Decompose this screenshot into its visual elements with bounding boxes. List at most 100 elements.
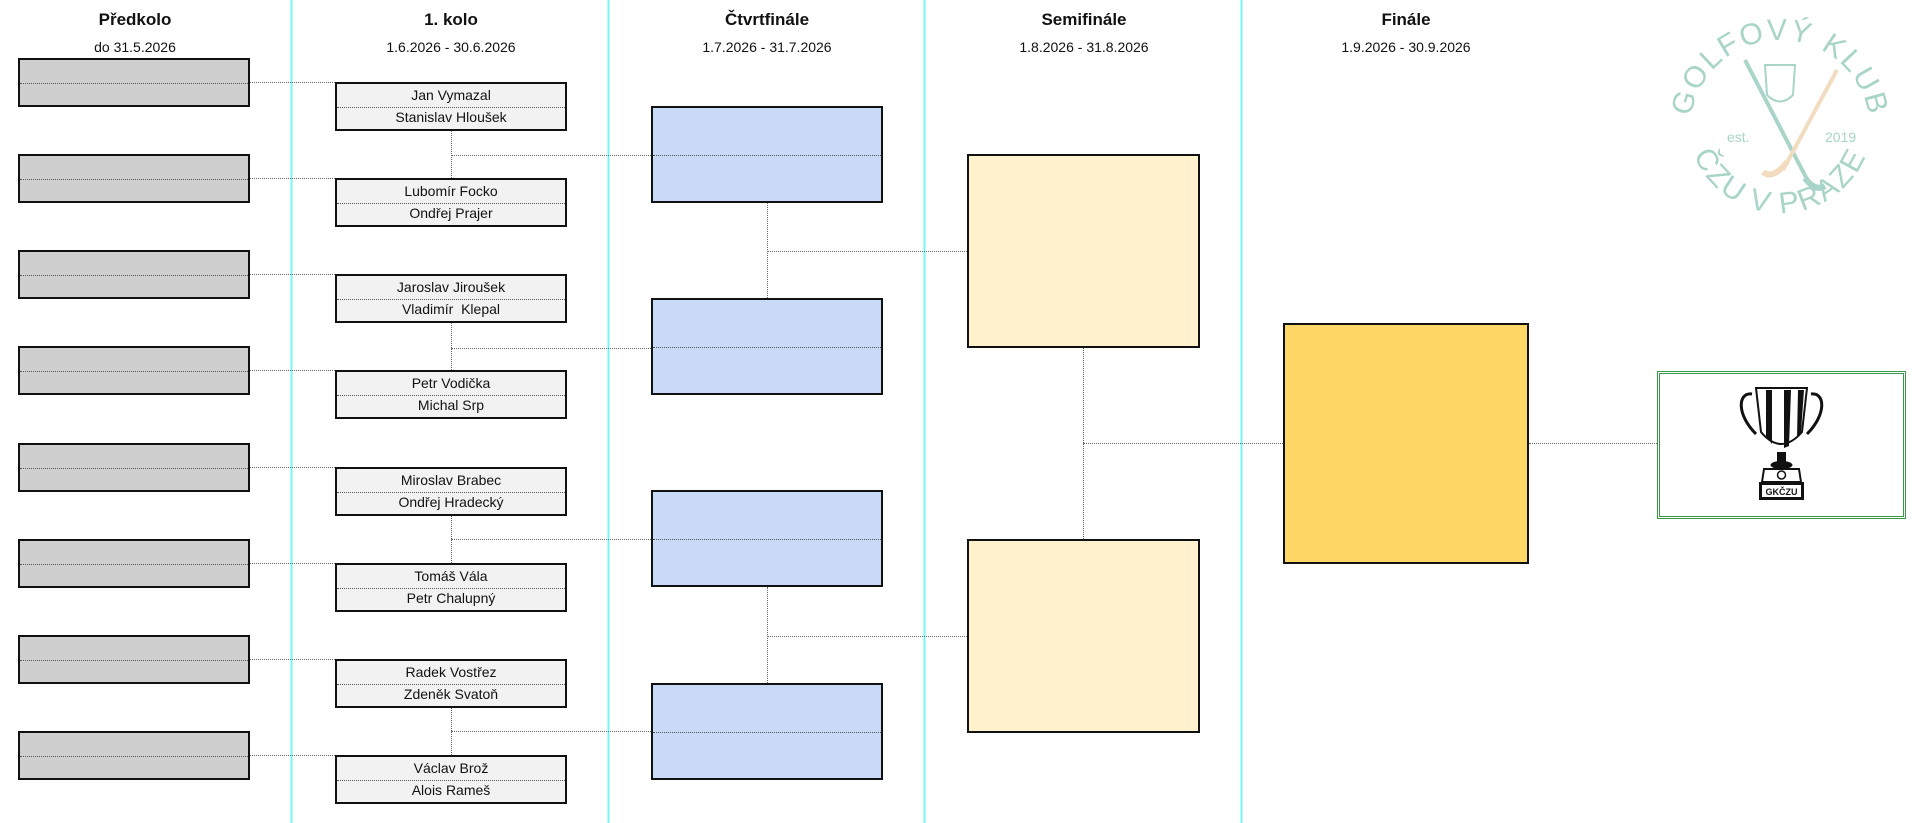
connector — [767, 636, 967, 637]
player-name: Vladimír Klepal — [401, 301, 501, 317]
player-name: Michal Srp — [417, 397, 485, 413]
slot-bottom[interactable] — [20, 179, 248, 202]
connector — [451, 155, 651, 156]
slot-top[interactable] — [20, 156, 248, 180]
player-name: Jaroslav Jiroušek — [396, 279, 506, 295]
header-predkolo-date: do 31.5.2026 — [94, 39, 176, 55]
slot-top[interactable] — [653, 685, 881, 733]
slot-top[interactable] — [337, 757, 565, 781]
quarterfinal-match-3[interactable] — [651, 490, 883, 587]
round1-match-7[interactable]: Radek Vostřez Zdeněk Svatoň — [335, 659, 567, 708]
predkolo-match-3[interactable] — [18, 250, 250, 299]
predkolo-match-1[interactable] — [18, 58, 250, 107]
semifinal-match-2[interactable] — [967, 539, 1200, 733]
semifinal-match-1[interactable] — [967, 154, 1200, 348]
round1-match-6[interactable]: Tomáš Vála Petr Chalupný — [335, 563, 567, 612]
player-name: Petr Chalupný — [406, 590, 496, 606]
player-name: Ondřej Hradecký — [398, 494, 504, 510]
slot-top[interactable] — [337, 661, 565, 685]
connector — [250, 82, 335, 83]
predkolo-match-8[interactable] — [18, 731, 250, 780]
connector — [451, 731, 651, 732]
predkolo-match-4[interactable] — [18, 346, 250, 395]
trophy-frame: GKČZU — [1657, 371, 1906, 519]
player-name: Lubomír Focko — [404, 183, 498, 199]
final-match[interactable] — [1283, 323, 1529, 564]
column-separator — [290, 0, 293, 823]
slot-bottom[interactable] — [653, 539, 881, 586]
predkolo-match-2[interactable] — [18, 154, 250, 203]
connector — [250, 178, 335, 179]
logo-top-text: GOLFOVÝ KLUB — [1665, 14, 1893, 119]
slot-top[interactable] — [20, 541, 248, 565]
quarterfinal-match-1[interactable] — [651, 106, 883, 203]
quarterfinal-match-4[interactable] — [651, 683, 883, 780]
header-quarterfinal-title: Čtvrtfinále — [724, 10, 810, 29]
slot-bottom[interactable] — [653, 347, 881, 394]
slot-top[interactable] — [653, 492, 881, 540]
slot-top[interactable] — [653, 108, 881, 156]
slot-top[interactable] — [20, 445, 248, 469]
column-separator — [923, 0, 926, 823]
slot-top[interactable] — [20, 637, 248, 661]
slot-top[interactable] — [20, 348, 248, 372]
player-name: Zdeněk Svatoň — [403, 686, 499, 702]
slot-bottom[interactable] — [20, 660, 248, 683]
connector — [250, 467, 335, 468]
slot-top[interactable] — [337, 84, 565, 108]
column-separator — [607, 0, 610, 823]
slot-bottom[interactable] — [20, 468, 248, 491]
connector — [767, 203, 768, 298]
slot-top[interactable] — [337, 469, 565, 493]
player-name: Miroslav Brabec — [400, 472, 502, 488]
svg-text:GOLFOVÝ KLUB: GOLFOVÝ KLUB — [1665, 14, 1895, 119]
round1-match-3[interactable]: Jaroslav Jiroušek Vladimír Klepal — [335, 274, 567, 323]
header-quarterfinal-date: 1.7.2026 - 31.7.2026 — [702, 39, 832, 55]
round1-match-8[interactable]: Václav Brož Alois Rameš — [335, 755, 567, 804]
slot-top[interactable] — [20, 252, 248, 276]
logo-est-label: est. — [1727, 129, 1750, 145]
player-name: Radek Vostřez — [405, 664, 497, 680]
slot-top[interactable] — [653, 300, 881, 348]
predkolo-match-7[interactable] — [18, 635, 250, 684]
connector — [451, 539, 651, 540]
connector — [250, 563, 335, 564]
slot-top[interactable] — [20, 60, 248, 84]
slot-bottom[interactable] — [653, 155, 881, 202]
svg-text:ČZU V PRAZE: ČZU V PRAZE — [1687, 142, 1873, 221]
connector — [250, 659, 335, 660]
slot-bottom[interactable] — [20, 371, 248, 394]
slot-bottom[interactable] — [20, 756, 248, 779]
round1-match-2[interactable]: Lubomír Focko Ondřej Prajer — [335, 178, 567, 227]
slot-top[interactable] — [337, 180, 565, 204]
predkolo-match-6[interactable] — [18, 539, 250, 588]
slot-top[interactable] — [20, 733, 248, 757]
quarterfinal-match-2[interactable] — [651, 298, 883, 395]
connector — [451, 131, 452, 178]
connector — [1529, 443, 1657, 444]
slot-bottom[interactable] — [653, 732, 881, 779]
connector — [451, 348, 651, 349]
slot-bottom[interactable] — [20, 564, 248, 587]
player-name: Alois Rameš — [411, 782, 491, 798]
player-name: Petr Vodička — [411, 375, 491, 391]
round1-match-1[interactable]: Jan Vymazal Stanislav Hloušek — [335, 82, 567, 131]
connector — [767, 251, 967, 252]
slot-top[interactable] — [337, 276, 565, 300]
round1-match-5[interactable]: Miroslav Brabec Ondřej Hradecký — [335, 467, 567, 516]
round1-match-4[interactable]: Petr Vodička Michal Srp — [335, 370, 567, 419]
slot-bottom[interactable] — [20, 275, 248, 298]
predkolo-match-5[interactable] — [18, 443, 250, 492]
slot-top[interactable] — [337, 565, 565, 589]
player-name: Jan Vymazal — [411, 87, 491, 103]
player-name: Tomáš Vála — [414, 568, 488, 584]
header-final-title: Finále — [1381, 10, 1431, 29]
slot-top[interactable] — [337, 372, 565, 396]
connector — [1083, 443, 1283, 444]
connector — [767, 587, 768, 683]
logo-bottom-text: ČZU V PRAZE — [1687, 142, 1871, 221]
club-logo: GOLFOVÝ KLUB ČZU V PRAZE est. 2019 — [1665, 14, 1895, 221]
slot-bottom[interactable] — [20, 83, 248, 106]
header-semifinal-date: 1.8.2026 - 31.8.2026 — [1019, 39, 1149, 55]
